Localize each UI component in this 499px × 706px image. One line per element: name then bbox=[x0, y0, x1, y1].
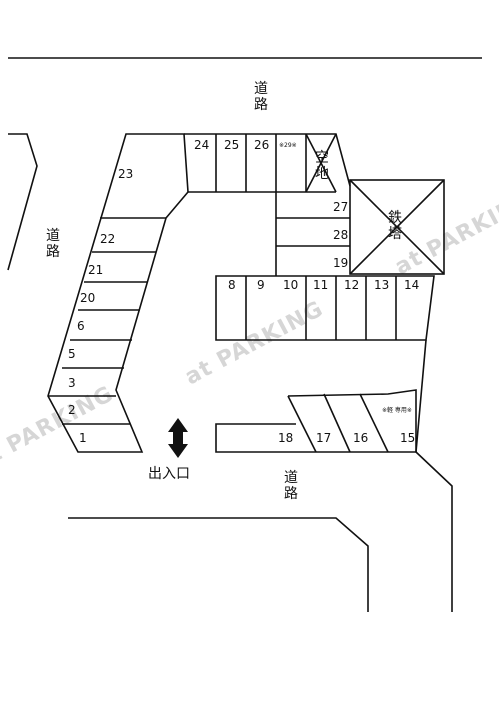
space-label-18: 18 bbox=[278, 431, 293, 445]
road-edges bbox=[7, 57, 482, 612]
space-label-17: 17 bbox=[316, 431, 331, 445]
parking-spaces bbox=[47, 133, 445, 453]
space-label-10: 10 bbox=[283, 278, 298, 292]
space-label-21: 21 bbox=[88, 263, 103, 277]
left-road-edge bbox=[7, 133, 38, 271]
space-label-9: 9 bbox=[257, 278, 265, 292]
space-label-1: 1 bbox=[79, 431, 87, 445]
space-label-26: 26 bbox=[254, 138, 269, 152]
space-label-12: 12 bbox=[344, 278, 359, 292]
space-label-16: 16 bbox=[353, 431, 368, 445]
space-divider bbox=[359, 393, 389, 453]
space-label-28: 28 bbox=[333, 228, 348, 242]
space-label-19: 19 bbox=[333, 256, 348, 270]
vacant-lot-label: 空地 bbox=[315, 150, 329, 182]
area-labels: 道路 道路 道路 空地 鉄塔 出入口 bbox=[46, 81, 402, 502]
watermark-text: at PARKING bbox=[391, 186, 499, 280]
space-divider bbox=[287, 395, 317, 453]
right-lot-edge bbox=[415, 339, 427, 453]
tower-cross bbox=[349, 179, 445, 275]
entrance-label: 出入口 bbox=[148, 466, 190, 482]
space-label-27: 27 bbox=[333, 200, 348, 214]
bottom-road-edge bbox=[68, 517, 369, 612]
space-label-8: 8 bbox=[228, 278, 236, 292]
entrance-arrow-icon bbox=[168, 418, 188, 458]
top-road-label: 道路 bbox=[254, 81, 268, 113]
light-car-only-note: ※軽 専用※ bbox=[382, 406, 412, 414]
space-label-6: 6 bbox=[77, 319, 85, 333]
space-label-24: 24 bbox=[194, 138, 209, 152]
space-label-13: 13 bbox=[374, 278, 389, 292]
watermarks: at PARKING at PARKING at PARKING bbox=[0, 186, 499, 475]
tower-box bbox=[349, 179, 445, 275]
space-label-25: 25 bbox=[224, 138, 239, 152]
space-label-5: 5 bbox=[68, 347, 76, 361]
space-labels: 1 2 3 5 6 20 21 22 23 24 25 26 ※29※ 27 2… bbox=[68, 138, 419, 445]
space-label-29: ※29※ bbox=[279, 142, 297, 149]
space-label-20: 20 bbox=[80, 291, 95, 305]
bottom-road-label: 道路 bbox=[284, 470, 298, 502]
vacant-lot-cross bbox=[305, 133, 337, 193]
space-label-14: 14 bbox=[404, 278, 419, 292]
space-label-3: 3 bbox=[68, 376, 76, 390]
left-lot-outline bbox=[47, 133, 189, 453]
space-label-2: 2 bbox=[68, 403, 76, 417]
right-road-edge bbox=[415, 451, 453, 612]
space-label-15: 15 bbox=[400, 431, 415, 445]
space-label-11: 11 bbox=[313, 278, 328, 292]
space-label-23: 23 bbox=[118, 167, 133, 181]
bottom-row-outline bbox=[215, 389, 417, 453]
tower-label: 鉄塔 bbox=[388, 210, 402, 242]
left-road-label: 道路 bbox=[46, 228, 60, 260]
space-label-22: 22 bbox=[100, 232, 115, 246]
space-divider bbox=[323, 393, 351, 453]
